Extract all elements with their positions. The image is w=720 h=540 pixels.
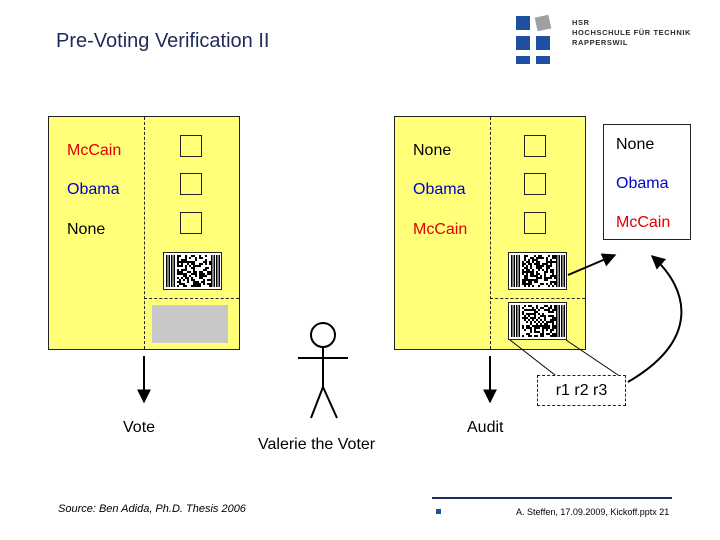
audit-label: Audit: [467, 419, 504, 436]
logo-square: [516, 56, 530, 64]
voter-stick-figure-icon: [298, 322, 348, 419]
receipt-candidate-3: McCain: [616, 214, 671, 231]
footer-reference: A. Steffen, 17.09.2009, Kickoff.pptx 21: [516, 507, 670, 517]
ballot-fold-line: [144, 117, 145, 349]
logo-square: [536, 56, 550, 64]
decode-arrow: [567, 253, 617, 276]
barcode-icon: [511, 305, 565, 337]
logo-square: [516, 16, 530, 30]
right-checkbox-2[interactable]: [524, 173, 546, 195]
ballot-fold-line: [490, 117, 491, 349]
logo-text: HSR HOCHSCHULE FÜR TECHNIK RAPPERSWIL: [572, 18, 691, 48]
hsr-logo: [516, 14, 564, 64]
voter-label: Valerie the Voter: [258, 436, 376, 453]
left-candidate-2: Obama: [67, 181, 120, 198]
left-checkbox-2[interactable]: [180, 173, 202, 195]
decoded-receipt: [603, 124, 691, 240]
left-checkbox-3[interactable]: [180, 212, 202, 234]
ballot-tear-line: [144, 298, 239, 299]
logo-text-line: HOCHSCHULE FÜR TECHNIK: [572, 28, 692, 37]
logo-text-line: HSR: [572, 18, 590, 27]
ballot-tear-line: [490, 298, 585, 299]
left-checkbox-1[interactable]: [180, 135, 202, 157]
receipt-candidate-1: None: [616, 136, 655, 153]
right-barcode-bottom: [508, 302, 567, 340]
right-candidate-1: None: [413, 142, 452, 159]
randomness-arrow: [627, 255, 683, 383]
footer-source: Source: Ben Adida, Ph.D. Thesis 2006: [58, 503, 246, 515]
right-checkbox-3[interactable]: [524, 212, 546, 234]
vote-label: Vote: [123, 419, 156, 436]
receipt-candidate-2: Obama: [616, 175, 669, 192]
connector-line: [509, 339, 556, 376]
barcode-icon: [511, 255, 565, 287]
footer-bullet-icon: [436, 509, 441, 514]
logo-text-line: RAPPERSWIL: [572, 38, 629, 47]
right-checkbox-1[interactable]: [524, 135, 546, 157]
left-candidate-3: None: [67, 221, 106, 238]
left-candidate-1: McCain: [67, 142, 122, 159]
left-barcode: [163, 252, 222, 290]
barcode-icon: [166, 255, 220, 287]
right-candidate-2: Obama: [413, 181, 466, 198]
right-barcode-top: [508, 252, 567, 290]
connector-line: [565, 339, 619, 376]
logo-square: [536, 36, 550, 50]
randomness-box: r1 r2 r3: [537, 375, 626, 406]
footer-divider: [432, 497, 672, 499]
right-candidate-3: McCain: [413, 221, 468, 238]
page-title: Pre-Voting Verification II: [56, 30, 270, 52]
scratch-off-area: [152, 305, 228, 343]
logo-square: [516, 36, 530, 50]
